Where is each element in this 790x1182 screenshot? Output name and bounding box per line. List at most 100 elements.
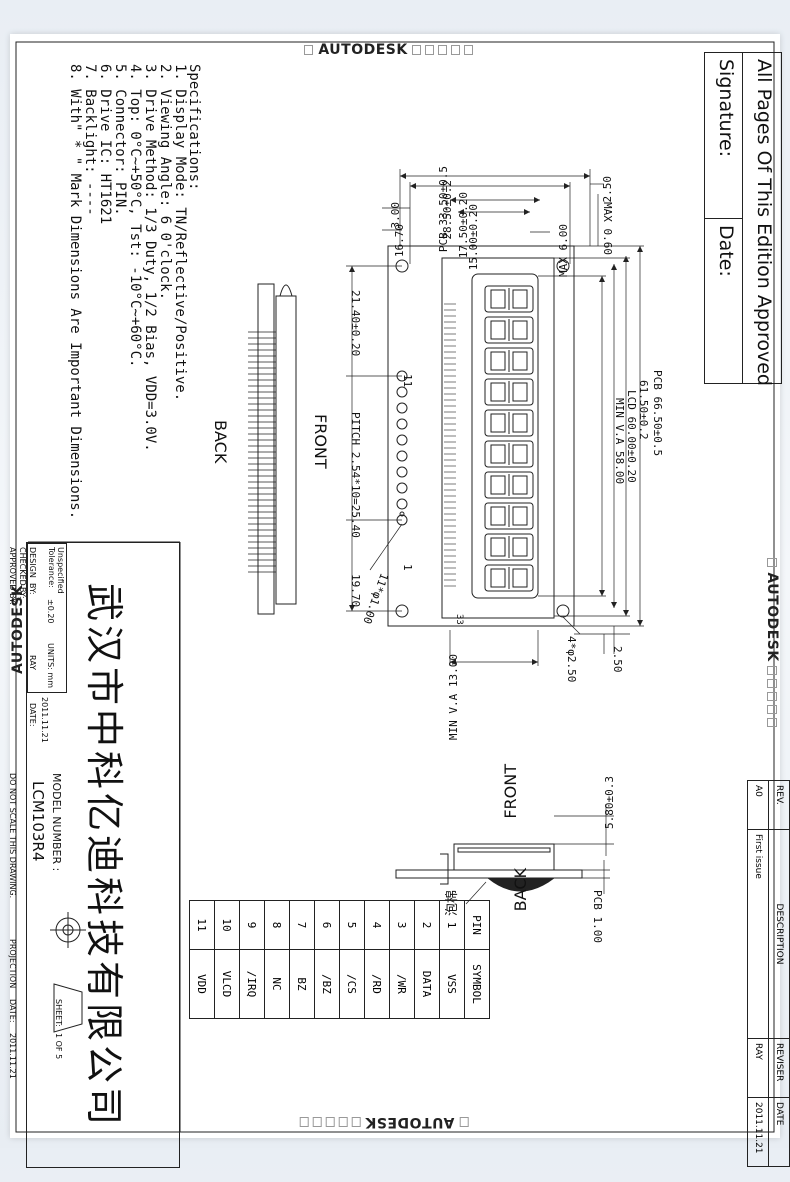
back-view-label: BACK [211,420,230,464]
dim-thickness: 5.80±0.3 [603,776,616,829]
projection-label: PROJECTION [8,939,17,989]
dim-min-va-13: MIN V.A 13.00 [447,654,460,741]
revision-table: REV. DESCRIPTION REVISER DATE A0 First i… [747,780,790,1167]
table-row: 5/CS [339,900,365,1019]
pin-1-label: 1 [401,564,414,571]
dim-mount-holes: 4*φ2.50 [565,636,578,683]
description-header: DESCRIPTION [768,829,790,1039]
design-label: DESIGN [28,547,37,578]
rotated-content: All Pages Of This Edition Approved Signa… [8,34,790,1182]
sheet-value: 1 OF 5 [54,1033,63,1060]
dim-61-50: 61.50±0.2 [637,380,650,440]
drawing-sheet: AUTODESK AUTODESK AUTODESK AUTODESK All … [8,34,790,1168]
dim-15-00: 15.00±0.20 [467,204,480,271]
spec-item: 5. Connector: PIN. [112,64,128,216]
symbol-header: SYMBOL [464,949,490,1019]
dim-max-0-60: MAX 0.60 [601,202,614,255]
dim-pitch: PITCH 2.54*10=25.40 [349,412,362,538]
reviser-header: REVISER [768,1038,790,1098]
dim-21-40: 21.40±0.20 [349,290,362,357]
pcb-outline [387,245,575,627]
pin-11-label: 11 [401,374,414,388]
company-name: 武汉市中科亿迪科技有限公司 [82,583,126,1130]
dim-2-50-top: 2.50 [601,176,614,203]
dim-pcb-1: PCB 1.00 [591,890,604,943]
spec-item: 7. Backlight: ---- [82,64,98,216]
side-section-view [395,804,614,905]
pin-header: PIN [464,900,490,950]
lcd-glass-outline [441,257,555,619]
checked-by-label: BY: [18,587,27,599]
viewing-area [471,273,539,599]
spec-item: 4. Top: 0°C~+50°C, Tst: -10°C~+60°C. [127,64,143,368]
spec-item: 2. Viewing Angle: 6 0'clock. [157,64,173,301]
date2-label: DATE: [8,999,17,1023]
dim-28-50: 28.50±0.2 [441,180,454,240]
table-row: 4/RD [364,900,390,1019]
back-view-cap [279,284,293,297]
side-front-label: FRONT [501,764,520,819]
spec-item: 6. Drive IC: HT1621 [97,64,113,225]
date-value: 2011.11.21 [747,1097,769,1167]
side-back-label: BACK [511,868,530,912]
projection-symbol [50,912,86,1033]
mounting-hole [556,259,570,273]
date2-value: 2011.11.21 [8,1033,17,1079]
dim-pin-holes: 11*φ1.00 [360,571,391,626]
dim-min-va-58: MIN V.A 58.00 [613,398,626,485]
dim-pcb-length: PCB 66.50±0.5 [651,370,664,457]
dim-19-70: 19.70 [349,574,362,608]
glass-mark: 33 [454,614,464,625]
date-label: Date: [715,225,737,277]
dim-max-6: MAX 6.00 [557,224,570,277]
dim-16-70: 16.70 [393,224,406,258]
back-view-pcb [257,283,275,615]
description-value: First issue [747,829,769,1039]
design-by-label: BY: [28,583,37,595]
design-date: 2011.11.21 [40,697,49,743]
approval-title: All Pages Of This Edition Approved [753,59,775,386]
table-row: 9/IRQ [239,900,265,1019]
units-label: UNITS: mm [46,643,55,688]
rev-header: REV. [768,780,790,830]
seven-segment-digits [484,285,534,592]
table-row: 3/WR [389,900,415,1019]
sheet-label: SHEET: [54,999,63,1027]
checked-label: CHECKED [18,547,27,586]
spec-item: 3. Drive Method: 1/3 Duty, 1/2 Bias, VDD… [142,64,158,452]
drawing-frame [15,41,775,1133]
spec-heading: Specifications: [186,64,202,191]
no-scale-note: DO NOT SCALE THIS DRAWING. [8,773,17,899]
tolerance-label: Unspecified Tolerance: [47,547,65,594]
reviser-value: RAY [747,1038,769,1098]
watermark-top: AUTODESK [300,42,473,58]
approved-label: APPROVED BY: [8,547,17,605]
dim-lcd: LCD 60.00±0.20 [625,390,638,483]
table-row: 6/BZ [314,900,340,1019]
title-block: 武汉市中科亿迪科技有限公司 Unspecified Tolerance: ±0.… [8,542,180,1168]
designer-name: RAY [28,655,37,670]
signature-label: Signature: [715,59,737,158]
dimension-lines [346,169,644,666]
model-label: MODEL NUMBER : [50,773,63,872]
tolerance-value: ±0.20 [46,599,55,624]
front-view-label: FRONT [311,414,330,469]
dim-2-50-bottom: 2.50 [611,646,624,673]
model-number: LCM103R4 [29,781,47,862]
approval-box: All Pages Of This Edition Approved Signa… [704,52,782,386]
design-date-label: DATE: [28,703,37,727]
date-header: DATE [768,1097,790,1167]
spec-item: 8. With" * " Mark Dimensions Are Importa… [67,64,83,520]
lcd-module-drawing [15,41,775,1133]
arrow-heads [349,173,643,665]
back-view-glass [275,295,297,605]
back-view-pins [248,331,276,573]
rev-value: A0 [747,780,769,830]
